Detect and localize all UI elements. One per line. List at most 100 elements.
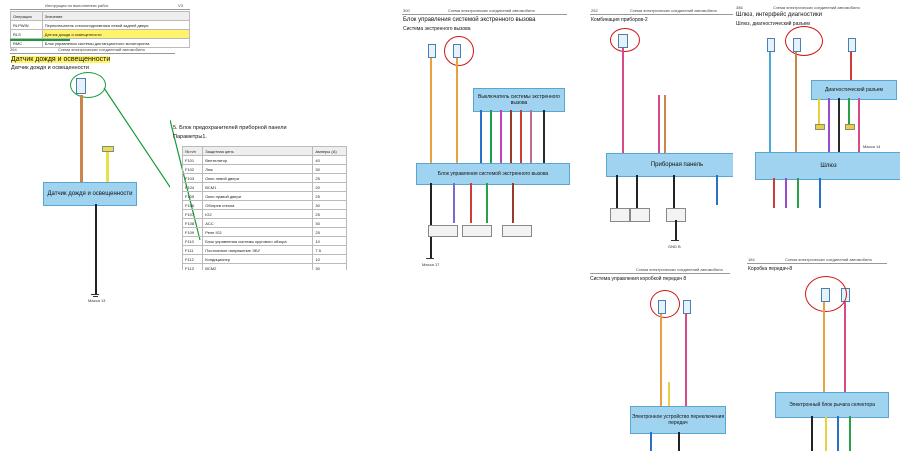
switch-label: Выключатель системы экстренного вызова [478, 94, 560, 106]
table-cell: Блок управления системы дистанционного м… [41, 38, 191, 48]
gateway-box: Шлюз [755, 152, 900, 180]
main-module-label: Блок управления системой экстренного выз… [437, 171, 549, 177]
table-cell: 25 [312, 227, 347, 237]
page-header: Схема электрических соединений автомобил… [785, 257, 872, 262]
table-cell: F106 [181, 200, 204, 210]
module-label: Приборная панель [650, 162, 704, 168]
page-number: 300 [403, 8, 410, 13]
ground-label: Масса 17 [422, 262, 440, 267]
panel-title: Шлюз, интерфейс диагностики [736, 12, 823, 18]
table-cell: Люк [202, 164, 314, 174]
instrument-panel-box: Приборная панель [606, 153, 748, 177]
table-cell: BCM2 [202, 263, 314, 270]
header-right: V3 [178, 3, 183, 8]
module-label: Электронное устройство переключения пере… [631, 414, 725, 426]
table-cell: 25 [312, 191, 347, 201]
panel-gearbox: 184 Схема электрических соединений автом… [745, 252, 900, 451]
table-cell: F112 [181, 254, 204, 264]
fuse-subtitle: Параметры1. [173, 134, 207, 140]
highlight-circle [805, 276, 847, 312]
table-cell: 40 [312, 155, 347, 165]
highlight-circle [610, 28, 640, 52]
table-cell: 25 [312, 173, 347, 183]
main-module: Блок управления системой экстренного выз… [416, 163, 570, 185]
table-cell: F105 [181, 191, 204, 201]
diagram-page-number: 264 [10, 47, 17, 52]
table-cell: 30 [312, 263, 347, 270]
highlight-circle [70, 72, 106, 98]
page-header: Схема электрических соединений автомобил… [636, 267, 723, 272]
diagram-header: Схема электрических соединений автомобил… [58, 47, 145, 52]
panel-title: Комбинация приборов-2 [591, 17, 648, 23]
switch-box: Выключатель системы экстренного вызова [473, 88, 565, 112]
page-header: Схема электрических соединений автомобил… [448, 8, 535, 13]
table-cell: Блок управления системы кругового обзора [202, 236, 314, 246]
diag-connector-box: Диагностический разъем [811, 80, 897, 100]
page-number: 184 [748, 257, 755, 262]
fuse-header-amps: Амперы (А) [312, 146, 347, 156]
table-cell: F111 [181, 245, 204, 255]
ground-label: Масса 13 [88, 298, 106, 303]
table-cell: Постоянное напряжение ЭБУ [202, 245, 314, 255]
table-cell: 10 [312, 254, 347, 264]
panel-gateway: 386 Схема электрических соединений автом… [733, 0, 900, 220]
table-cell: F108 [181, 218, 204, 228]
highlight-circle [444, 36, 474, 66]
table-cell: 20 [312, 182, 347, 192]
section-subtitle: Датчик дождя и освещенности [11, 65, 89, 71]
table-cell: BCM1 [202, 182, 314, 192]
table-cell: 30 [312, 164, 347, 174]
header-title: Инструкция по выполнению работ [45, 3, 109, 8]
table-cell: Обогрев стекла [202, 200, 314, 210]
page-number: 252 [591, 8, 598, 13]
table-cell: Окно левой двери [202, 173, 314, 183]
connector-b [683, 300, 691, 314]
table-cell: F101 [181, 155, 204, 165]
table-cell: F109 [181, 227, 204, 237]
diag-label: Диагностический разъем [825, 87, 883, 93]
panel-emergency-call: 300 Схема электрических соединений автом… [398, 0, 576, 280]
table-cell: 7.5 [312, 245, 347, 255]
table-cell: F102 [181, 164, 204, 174]
table-cell: Кондиционер [202, 254, 314, 264]
table-cell: 30 [312, 218, 347, 228]
table-cell: F110 [181, 236, 204, 246]
table-cell: Реле IG1 [202, 227, 314, 237]
fuse-header-circuit: Защитная цепь [202, 146, 314, 156]
panel-subtitle: Шлюз, диагностический разъем [736, 21, 810, 27]
table-cell: ACC [202, 218, 314, 228]
panel-title: Блок управления системой экстренного выз… [403, 17, 536, 23]
table-cell: 10 [312, 236, 347, 246]
connector-a [428, 44, 436, 58]
table-cell: 25 [312, 209, 347, 219]
module-rain-sensor: Датчик дождя и освещенности [43, 182, 137, 206]
panel-instrument-cluster: 252 Схема электрических соединений автом… [588, 0, 753, 265]
shift-module-box: Электронное устройство переключения пере… [630, 406, 726, 434]
connector-a [767, 38, 775, 52]
fuse-section: 5. Блок предохранителей приборной панели… [170, 120, 385, 270]
fuse-header-num: № п/п [181, 146, 204, 156]
page-header: Схема электрических соединений автомобил… [773, 5, 860, 10]
table-cell: F104 [181, 182, 204, 192]
highlight-circle [650, 290, 680, 318]
table-cell: 30 [312, 200, 347, 210]
table-cell: Окно правой двери [202, 191, 314, 201]
panel-rain-sensor: Инструкция по выполнению работ V3 Операц… [0, 0, 200, 451]
ground-label: GND B [668, 244, 681, 249]
params-table: Операция Значение RLPWIN Переключатель с… [10, 11, 191, 48]
highlight-circle [785, 26, 823, 56]
table-cell: Вентилятор [202, 155, 314, 165]
panel-title: Система управления коробкой передач 8 [590, 276, 687, 282]
